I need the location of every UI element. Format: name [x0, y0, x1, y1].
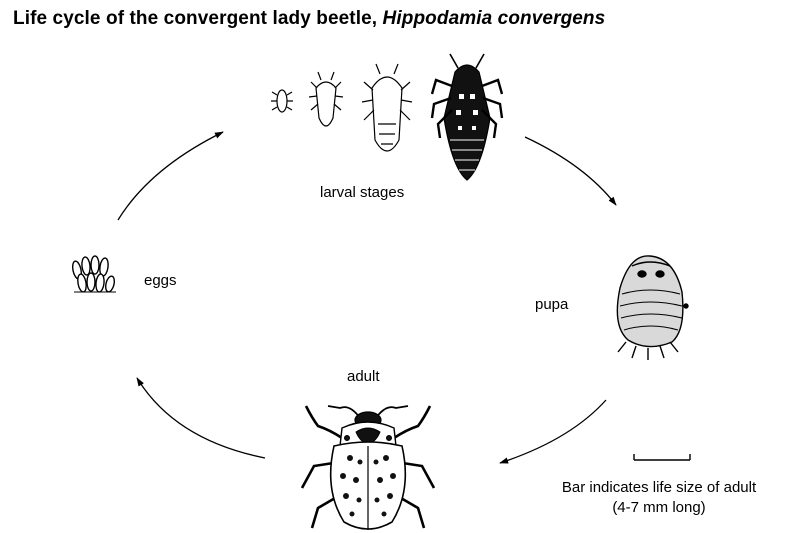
- label-pupa: pupa: [535, 296, 568, 313]
- larva-stage-1-illustration: [271, 90, 293, 112]
- larva-stage-3-illustration: [362, 64, 412, 151]
- arrow-larva-to-pupa: [525, 137, 616, 205]
- scale-bar: [634, 454, 690, 460]
- label-adult: adult: [347, 368, 380, 385]
- scale-note-line-1: Bar indicates life size of adult: [524, 478, 792, 498]
- scale-note: Bar indicates life size of adult (4-7 mm…: [524, 478, 792, 518]
- arrow-eggs-to-larva: [118, 132, 223, 220]
- scale-note-line-2: (4-7 mm long): [524, 498, 792, 518]
- larva-stage-4-illustration: [432, 54, 502, 180]
- label-eggs: eggs: [144, 272, 177, 289]
- eggs-illustration: [71, 256, 116, 293]
- label-larval-stages: larval stages: [320, 184, 404, 201]
- arrow-pupa-to-adult: [500, 400, 606, 463]
- arrow-adult-to-eggs: [137, 378, 265, 458]
- pupa-illustration: [617, 256, 688, 360]
- adult-beetle-illustration: [302, 406, 434, 530]
- larva-stage-2-illustration: [309, 72, 343, 126]
